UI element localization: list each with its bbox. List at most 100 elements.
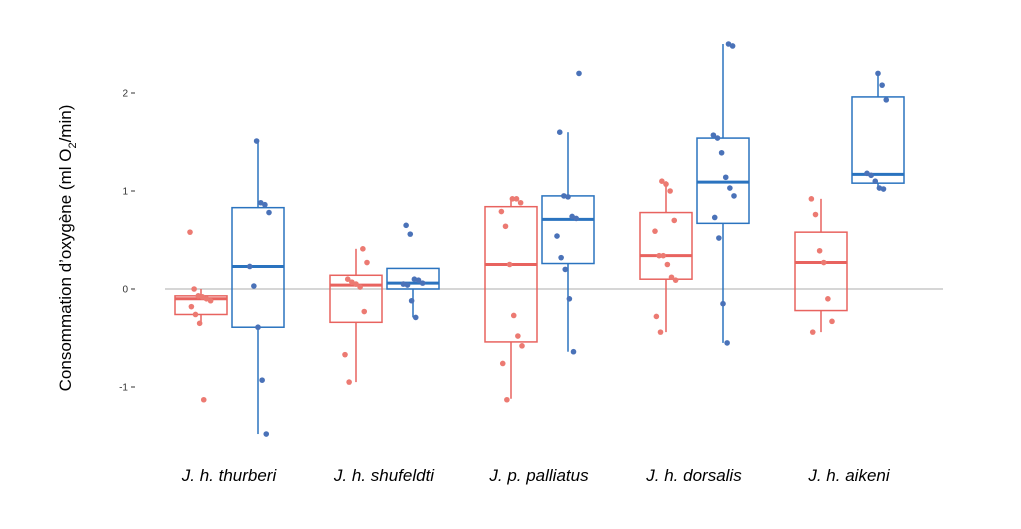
data-point <box>346 379 352 385</box>
data-point <box>720 300 726 307</box>
data-point <box>357 284 363 290</box>
data-point <box>880 186 887 192</box>
data-point <box>657 329 664 335</box>
data-point <box>498 208 505 215</box>
box <box>541 195 595 265</box>
data-point <box>656 252 662 259</box>
data-point <box>879 82 885 88</box>
data-point <box>660 252 667 259</box>
data-point <box>727 185 733 191</box>
x-tick-label: J. h. dorsalis <box>645 466 742 485</box>
data-point <box>353 281 359 287</box>
data-point <box>556 129 563 135</box>
data-point <box>361 308 368 315</box>
data-point <box>408 297 415 304</box>
box <box>639 211 693 280</box>
data-point <box>246 263 253 270</box>
data-point <box>872 178 879 184</box>
y-tick-label: 0 <box>122 285 128 296</box>
data-point <box>829 318 835 325</box>
data-point <box>667 188 673 194</box>
data-point <box>659 178 665 184</box>
x-tick-label: J. h. aikeni <box>807 466 890 485</box>
data-point <box>558 254 564 261</box>
box-red-1 <box>329 246 383 385</box>
data-point <box>200 396 207 403</box>
data-point <box>403 222 409 229</box>
data-point <box>263 431 270 437</box>
data-point <box>570 348 577 355</box>
data-point <box>820 259 827 266</box>
data-point <box>554 233 560 239</box>
data-point <box>187 229 193 235</box>
box <box>484 205 538 343</box>
data-point <box>652 228 658 234</box>
data-point <box>191 286 197 292</box>
box <box>851 96 905 184</box>
plot-marks <box>174 41 905 437</box>
data-point <box>663 181 669 187</box>
data-point <box>722 174 729 181</box>
data-point <box>562 266 569 273</box>
x-tick-label: J. h. thurberi <box>181 466 278 485</box>
data-point <box>875 70 881 77</box>
data-point <box>710 132 717 138</box>
box <box>329 274 383 324</box>
data-point <box>668 274 675 281</box>
data-point <box>506 261 513 268</box>
data-point <box>499 360 506 367</box>
box <box>794 231 848 312</box>
data-point <box>565 194 571 200</box>
x-axis-labels: J. h. thurberi J. h. shufeldti J. p. palli… <box>181 466 891 485</box>
data-point <box>653 313 660 320</box>
data-point <box>809 329 816 335</box>
data-point <box>711 214 718 221</box>
data-point <box>504 396 510 403</box>
data-point <box>816 247 823 254</box>
data-point <box>513 196 520 202</box>
data-point <box>883 97 890 103</box>
data-point <box>502 223 509 230</box>
box-blue-2 <box>541 70 595 355</box>
data-point <box>192 311 199 318</box>
data-point <box>415 277 422 283</box>
box-red-2 <box>484 196 538 403</box>
data-point <box>262 201 268 208</box>
data-point <box>672 277 679 283</box>
x-tick-label: J. h. shufeldti <box>333 466 435 485</box>
data-point <box>360 246 366 252</box>
data-point <box>729 43 736 49</box>
data-point <box>509 196 516 202</box>
box-blue-1 <box>386 222 440 321</box>
y-axis: 210-1 <box>119 89 135 394</box>
data-point <box>364 259 370 266</box>
data-point <box>419 280 426 286</box>
data-point <box>342 351 348 358</box>
data-point <box>576 70 582 77</box>
data-point <box>664 261 671 268</box>
y-tick-label: 1 <box>122 187 128 198</box>
data-point <box>207 297 214 304</box>
data-point <box>718 149 725 156</box>
data-point <box>566 296 573 302</box>
data-point <box>724 340 730 346</box>
data-point <box>731 193 737 199</box>
data-point <box>253 138 260 144</box>
data-point <box>716 235 722 241</box>
box-blue-4 <box>851 70 905 192</box>
data-point <box>812 211 819 218</box>
data-point <box>266 209 272 216</box>
data-point <box>808 196 815 202</box>
data-point <box>251 283 257 289</box>
y-tick-label: 2 <box>122 89 128 100</box>
data-point <box>255 324 261 331</box>
data-point <box>510 312 517 319</box>
box-blue-0 <box>231 138 285 437</box>
data-point <box>714 135 721 141</box>
data-point <box>404 282 411 288</box>
data-point <box>868 172 874 179</box>
box <box>386 267 440 290</box>
box-red-4 <box>794 196 848 335</box>
x-tick-label: J. p. palliatus <box>488 466 589 485</box>
